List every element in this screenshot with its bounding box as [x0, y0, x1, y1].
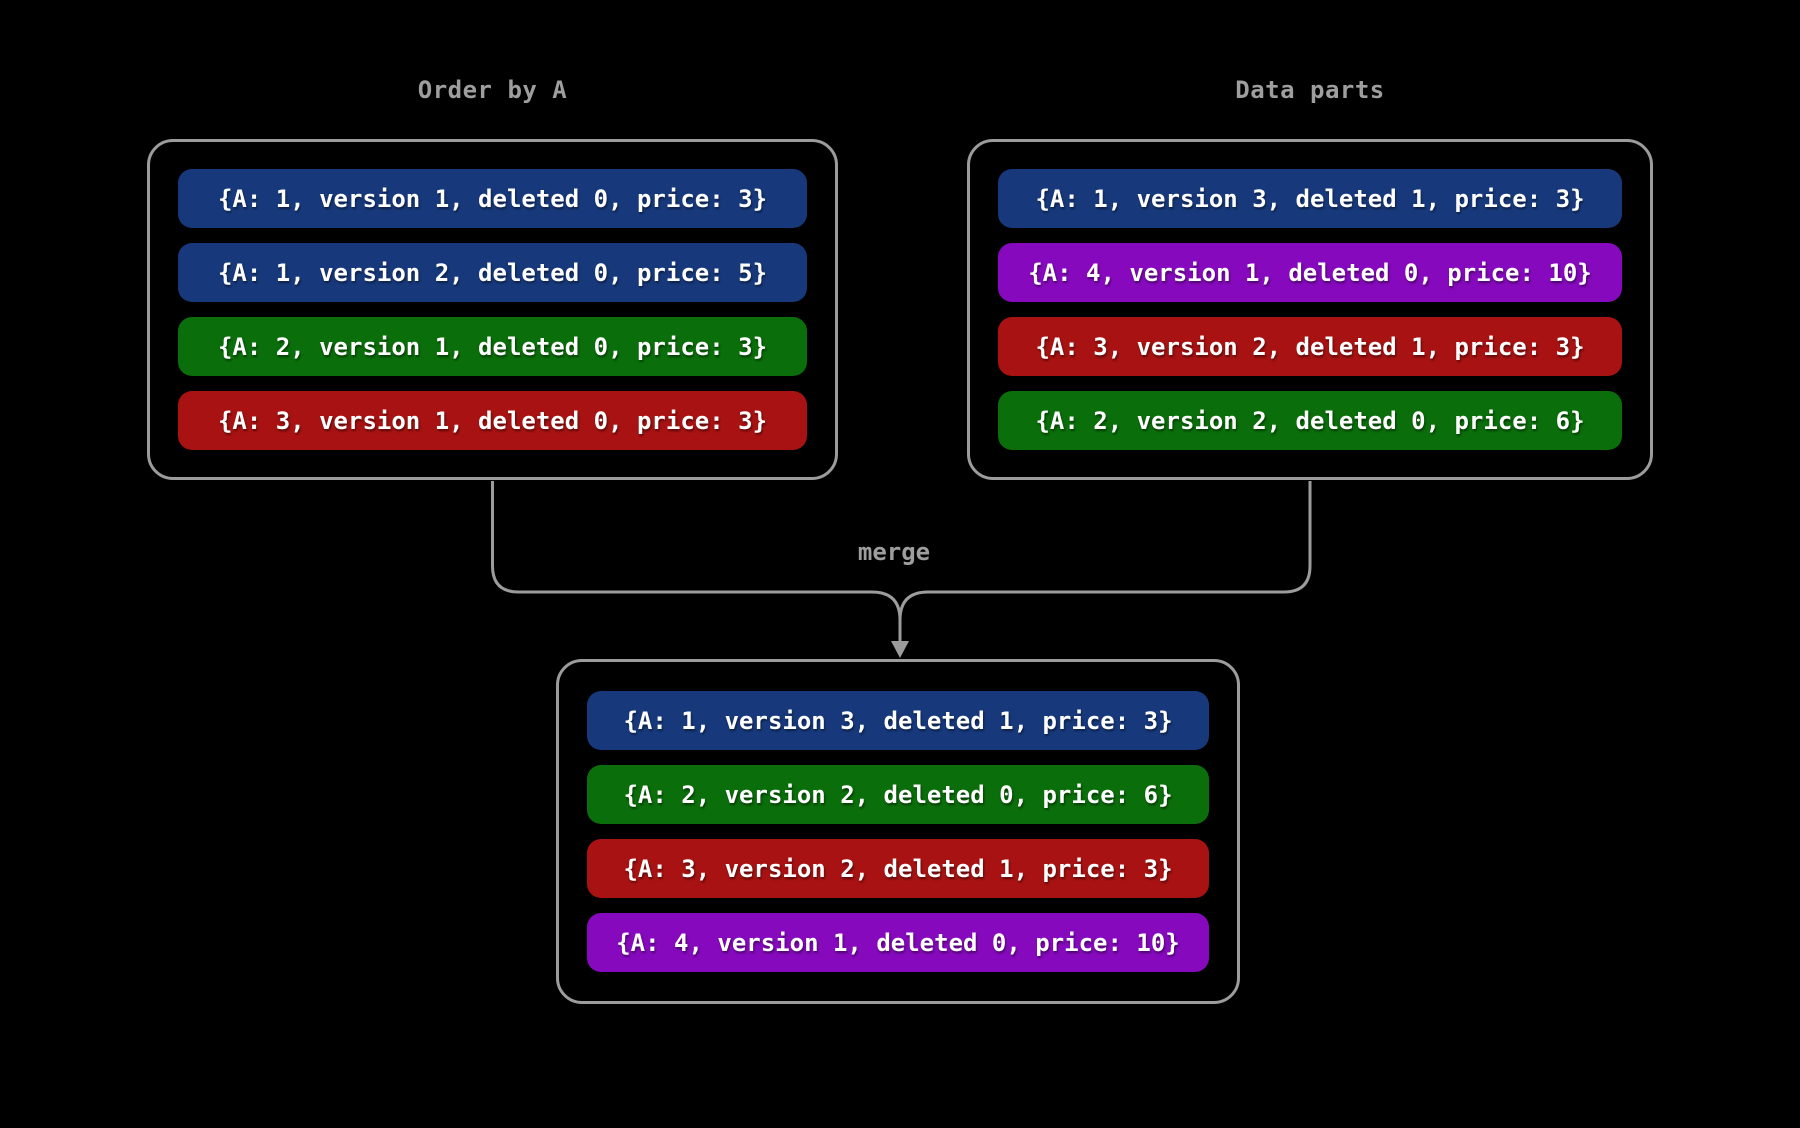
data-row: {A: 3, version 1, deleted 0, price: 3}	[178, 391, 807, 450]
data-row: {A: 2, version 2, deleted 0, price: 6}	[998, 391, 1622, 450]
data-row: {A: 3, version 2, deleted 1, price: 3}	[998, 317, 1622, 376]
left-panel-title: Order by A	[417, 76, 568, 104]
data-row: {A: 1, version 1, deleted 0, price: 3}	[178, 169, 807, 228]
data-row: {A: 3, version 2, deleted 1, price: 3}	[587, 839, 1209, 898]
right-panel-title: Data parts	[1235, 76, 1385, 104]
data-row: {A: 2, version 2, deleted 0, price: 6}	[587, 765, 1209, 824]
arrowhead-icon	[891, 641, 909, 658]
data-row: {A: 2, version 1, deleted 0, price: 3}	[178, 317, 807, 376]
merge-label: merge	[857, 538, 931, 566]
data-row: {A: 1, version 3, deleted 1, price: 3}	[998, 169, 1622, 228]
data-row: {A: 1, version 3, deleted 1, price: 3}	[587, 691, 1209, 750]
merged-result-panel: {A: 1, version 3, deleted 1, price: 3} {A…	[556, 659, 1240, 1004]
data-row: {A: 4, version 1, deleted 0, price: 10}	[998, 243, 1622, 302]
order-by-a-panel: {A: 1, version 1, deleted 0, price: 3} {A…	[147, 139, 838, 480]
data-parts-panel: {A: 1, version 3, deleted 1, price: 3} {A…	[967, 139, 1653, 480]
data-row: {A: 1, version 2, deleted 0, price: 5}	[178, 243, 807, 302]
data-row: {A: 4, version 1, deleted 0, price: 10}	[587, 913, 1209, 972]
